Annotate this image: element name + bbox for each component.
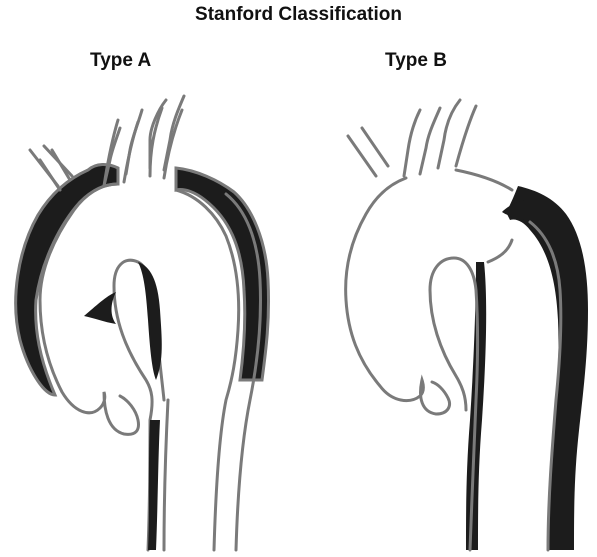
type-a-ascending-false-lumen [16,164,118,395]
type-b-vessel-outline [346,100,561,550]
type-a-aorta [16,96,269,550]
type-a-intimal-tear [84,292,116,324]
type-a-descending-false-lumen [176,168,269,380]
type-b-aorta [346,100,588,550]
type-a-head-vessels [30,108,182,186]
type-a-inner-flap [138,262,162,380]
type-a-descending-inner-wall [148,420,160,550]
